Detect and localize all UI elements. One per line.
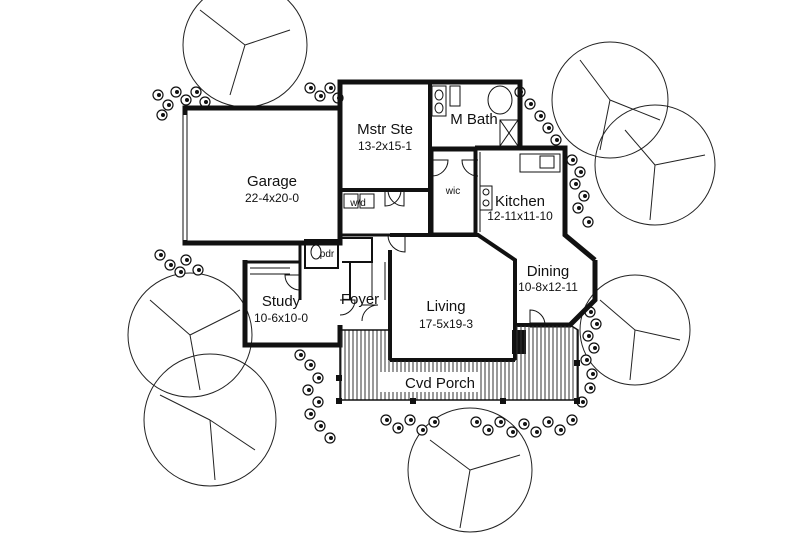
garage-dims: 22-4x20-0 [245,191,299,205]
stair-walls [338,233,390,243]
doors [284,159,546,326]
toilet-icon [310,244,322,260]
pantry-label: pdr [320,249,335,260]
study-dims: 10-6x10-0 [254,311,308,325]
garage-label: Garage [247,173,297,190]
tree-bottom-center [407,407,533,533]
tree-left-upper [127,272,253,398]
tree-top-left [182,0,308,108]
room-labels: Garage 22-4x20-0 Mstr Ste 13-2x15-1 M Ba… [245,111,578,392]
tree-right-middle [594,104,716,226]
kitchen-dims: 12-11x11-10 [487,209,553,223]
bath-label: M Bath [450,111,498,128]
sink-icon [539,155,555,169]
master-label: Mstr Ste [357,121,413,138]
vanity-icon [431,85,447,117]
covered-porch [336,324,580,404]
dining-label: Dining [527,263,570,280]
shower-icon [499,119,519,147]
range-icon [479,185,493,211]
study-label: Study [262,293,301,310]
fixtures [310,85,555,260]
foyer-label: Foyer [341,291,379,308]
living-dims: 17-5x19-3 [419,317,473,331]
master-dims: 13-2x15-1 [358,139,412,153]
closet-label: wic [445,186,460,197]
porch-label: Cvd Porch [405,375,475,392]
garage-walls [182,105,343,246]
living-label: Living [426,298,465,315]
tree-right-lower [579,274,691,386]
dryer-icon [359,193,375,209]
laundry-label: w/d [349,198,366,209]
tree-right-upper [551,41,669,159]
washer-icon [343,193,359,209]
landscape-trees [127,0,716,533]
tree-left-lower [143,353,277,487]
tub-icon [487,85,513,115]
kitchen-walls [475,145,597,262]
powder-walls [304,239,339,269]
kitchen-label: Kitchen [495,193,545,210]
dining-dims: 10-8x12-11 [518,280,578,294]
